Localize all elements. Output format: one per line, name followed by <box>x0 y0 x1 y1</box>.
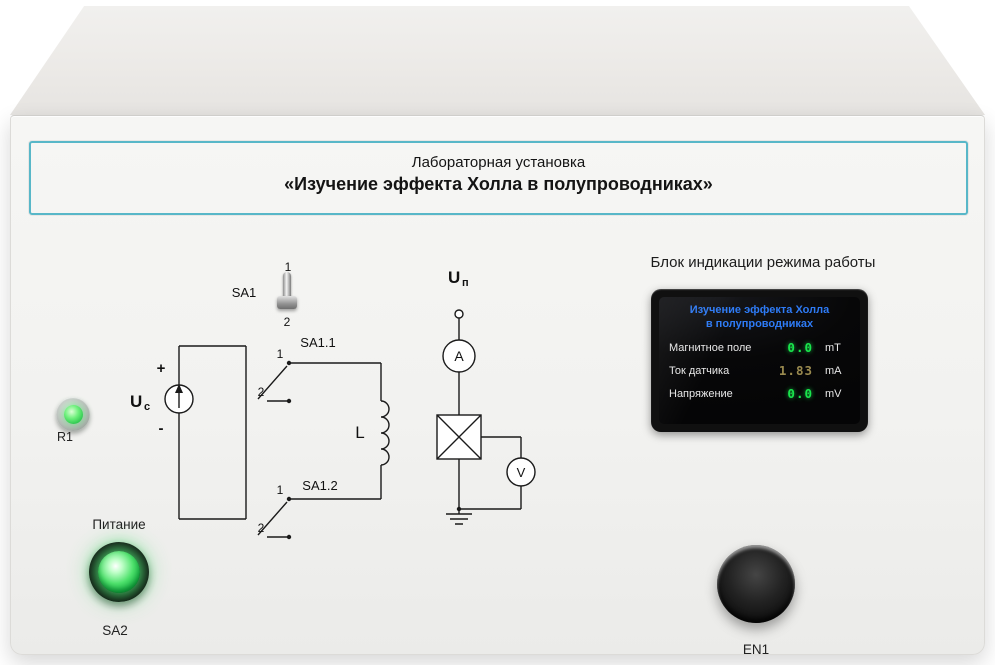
measurement-row-voltage: Напряжение 0.0 mV <box>669 386 850 401</box>
voltmeter-label: V <box>517 465 526 480</box>
ammeter-symbol <box>442 339 476 373</box>
supply-terminal <box>454 309 464 319</box>
measurement-label: Ток датчика <box>669 364 730 377</box>
power-button[interactable] <box>89 542 149 602</box>
measurement-value: 1.83 <box>778 363 813 378</box>
hall-circuit-wires <box>458 318 522 514</box>
sa11-c1-label: 1 <box>277 347 284 361</box>
measurement-label: Магнитное поле <box>669 341 752 354</box>
uc-label: U <box>130 392 142 411</box>
source-plus-label: + <box>157 360 166 377</box>
device-title: «Изучение эффекта Холла в полупроводника… <box>284 174 713 194</box>
screen-title-line1: Изучение эффекта Холла <box>689 304 830 316</box>
sa1-pos2-label: 2 <box>284 315 291 329</box>
current-source-arrowhead-icon <box>175 384 183 393</box>
encoder-knob[interactable] <box>717 545 795 623</box>
measurement-value: 0.0 <box>787 386 813 401</box>
sa12-c2-label: 2 <box>258 521 265 535</box>
inductor-symbol <box>380 400 390 466</box>
r1-knob[interactable] <box>56 397 90 431</box>
measurement-unit: mA <box>825 364 842 377</box>
contact-dots <box>286 360 292 540</box>
measurement-value: 0.0 <box>787 340 813 355</box>
sa1-toggle-base <box>277 296 297 309</box>
sa1-label: SA1 <box>232 285 257 300</box>
power-led-icon <box>98 551 140 593</box>
front-panel: Лабораторная установка «Изучение эффекта… <box>10 115 985 657</box>
hall-sensor-symbol <box>436 414 482 460</box>
junction-dot <box>456 506 462 512</box>
measurement-unit: mV <box>825 387 842 400</box>
encoder-designator: EN1 <box>742 642 770 657</box>
inductor-label: L <box>355 423 364 442</box>
sa1-toggle-switch[interactable] <box>275 272 299 312</box>
sa11-label: SA1.1 <box>300 335 335 350</box>
power-label: Питание <box>92 517 146 532</box>
indicator-screen: Изучение эффекта Холла в полупроводниках… <box>651 289 868 432</box>
title-plate: Лабораторная установка «Изучение эффекта… <box>29 141 968 215</box>
coil-circuit-wires <box>178 345 247 520</box>
r1-knob-cap <box>63 404 83 424</box>
uc-sub-label: с <box>144 401 150 413</box>
up-sub-label: п <box>462 277 469 289</box>
device-top-face <box>10 6 985 115</box>
measurement-row-sensor-current: Ток датчика 1.83 mA <box>669 363 850 378</box>
voltmeter-symbol <box>506 457 536 487</box>
ammeter-label: A <box>454 348 464 364</box>
sa12-label: SA1.2 <box>302 478 337 493</box>
sa11-contact-wires <box>257 362 381 402</box>
measurement-label: Напряжение <box>669 387 733 400</box>
indicator-screen-content: Изучение эффекта Холла в полупроводниках… <box>659 297 860 424</box>
source-minus-label: - <box>159 420 164 437</box>
sa1-toggle-lever[interactable] <box>283 272 291 298</box>
indicator-heading: Блок индикации режима работы <box>650 254 876 271</box>
measurement-row-magnetic-field: Магнитное поле 0.0 mT <box>669 340 850 355</box>
current-source-symbol <box>164 384 194 414</box>
measurement-unit: mT <box>825 341 841 354</box>
schematic-labels: SA1 1 2 SA1.1 1 2 SA1.2 1 2 + - U с L U … <box>130 260 526 535</box>
r1-designator: R1 <box>57 430 73 444</box>
sa12-c1-label: 1 <box>277 483 284 497</box>
coil-circuit <box>164 345 390 540</box>
sa11-c2-label: 2 <box>258 385 265 399</box>
hall-circuit <box>436 309 536 525</box>
power-switch-designator: SA2 <box>102 623 128 638</box>
sa12-contact-wires <box>257 498 381 538</box>
up-label: U <box>448 268 460 287</box>
screen-title-line2: в полупроводниках <box>705 317 814 330</box>
device-subtitle: Лабораторная установка <box>411 154 586 171</box>
measurement-rows: Магнитное поле 0.0 mT Ток датчика 1.83 m… <box>659 340 860 401</box>
hall-sensor-cross-icon <box>436 414 482 460</box>
ground-symbol <box>446 513 472 525</box>
